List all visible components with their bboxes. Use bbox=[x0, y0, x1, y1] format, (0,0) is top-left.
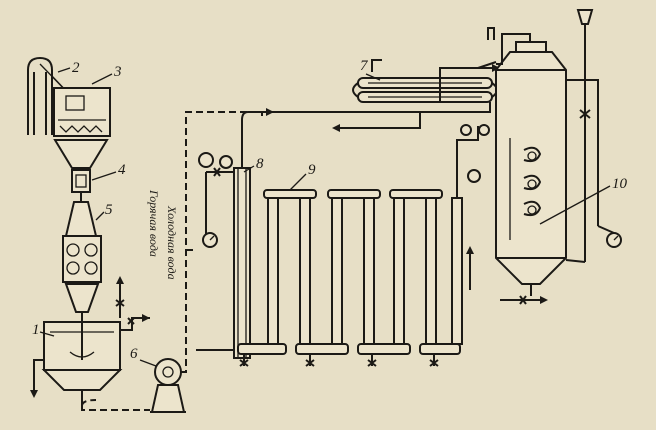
label-7: 7 bbox=[360, 58, 369, 74]
label-6: 6 bbox=[130, 346, 138, 362]
label-8: 8 bbox=[256, 156, 264, 172]
slurry-line bbox=[81, 111, 262, 411]
pump-6 bbox=[150, 358, 186, 413]
mill-5 bbox=[62, 201, 102, 322]
label-9: 9 bbox=[308, 162, 316, 178]
label-2: 2 bbox=[72, 60, 80, 76]
heater-8 bbox=[196, 152, 251, 359]
water-inlets bbox=[115, 276, 150, 331]
elevator-2 bbox=[27, 56, 71, 135]
mixing-tank-1 bbox=[30, 321, 123, 406]
riser-line bbox=[451, 124, 503, 345]
heater-feed-line bbox=[241, 108, 274, 168]
hopper-3 bbox=[53, 87, 111, 169]
label-5: 5 bbox=[105, 202, 113, 218]
feeder-4 bbox=[71, 169, 91, 202]
water-labels: Горячая вода Холодная вода bbox=[147, 189, 179, 280]
label-3: 3 bbox=[113, 64, 122, 80]
vessel-10 bbox=[495, 41, 567, 305]
number-labels: 2 3 4 5 1 6 7 8 9 10 bbox=[32, 58, 628, 367]
cold-water-label: Холодная вода bbox=[165, 205, 179, 280]
label-1: 1 bbox=[32, 322, 40, 338]
label-10: 10 bbox=[612, 176, 628, 192]
vapor-line bbox=[477, 27, 531, 69]
label-4: 4 bbox=[118, 162, 126, 178]
heat-exchanger-7 bbox=[261, 59, 500, 132]
holding-tubes-9 bbox=[237, 189, 461, 367]
level-gauge bbox=[565, 9, 622, 263]
hot-water-label: Горячая вода bbox=[147, 189, 161, 257]
